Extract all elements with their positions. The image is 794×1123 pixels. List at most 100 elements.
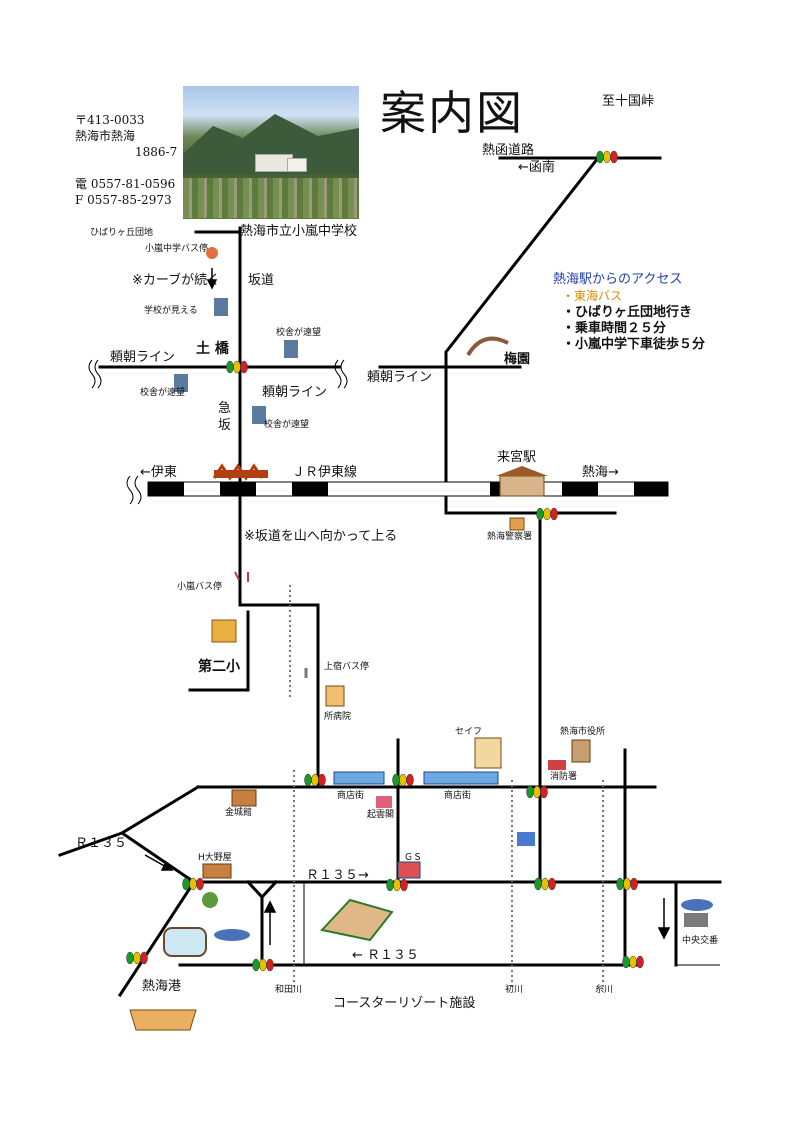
city-hall-icon xyxy=(571,739,591,763)
atami-direction: 熱海→ xyxy=(582,465,619,480)
view-label-1: 校舎が遠望 xyxy=(276,328,322,338)
wada-river-label: 和田川 xyxy=(275,985,303,995)
camera-icon-1 xyxy=(214,298,228,316)
gas-station-icon xyxy=(397,861,421,879)
curve-note: ※カーブが続く xyxy=(132,273,221,288)
dobashi-label: 土 橋 xyxy=(196,341,229,357)
yoritomo-right-label: 頼朝ライン xyxy=(262,385,328,400)
telephone: 電 0557-81-0596 xyxy=(75,177,176,191)
steep-label-1: 急 xyxy=(218,401,232,416)
fax: F 0557-85-2973 xyxy=(75,193,172,207)
shopping-street-icon-2 xyxy=(423,771,499,785)
traffic-signal-icon xyxy=(252,958,274,972)
to-jikkoku-label: 至十国峠 xyxy=(602,94,655,109)
traffic-signal-icon xyxy=(392,773,414,787)
koarashi-bus-label: 小嵐バス停 xyxy=(177,582,223,592)
plum-tree-icon xyxy=(466,336,509,357)
city-hall-label: 熱海市役所 xyxy=(560,727,606,737)
kigetsukaku-label: 起雲閣 xyxy=(367,810,395,820)
traffic-signal-icon xyxy=(304,773,326,787)
port-label: 熱海港 xyxy=(142,979,182,994)
postal-code: 〒413-0033 xyxy=(75,113,145,127)
access-heading: 熱海駅からのアクセス xyxy=(553,272,683,287)
kinomiya-station-icon xyxy=(496,466,548,497)
shopping-street-label-1: 商店街 xyxy=(337,791,365,801)
school-visible-label: 学校が見える xyxy=(144,306,198,316)
shopping-street-icon xyxy=(333,771,385,785)
traffic-signal-icon xyxy=(596,150,618,164)
r135-mid-label: Ｒ１３５→ xyxy=(306,868,369,883)
traffic-signal-icon xyxy=(126,951,148,965)
climb-note: ※坂道を山へ向かって上る xyxy=(244,529,398,544)
page-title: 案内図 xyxy=(380,86,524,140)
police-label: 熱海警察署 xyxy=(487,532,533,542)
address-number: 1886-7 xyxy=(135,145,178,159)
traffic-signal-icon xyxy=(616,877,638,891)
kinjokan-icon xyxy=(231,789,257,807)
hibarigaoka-label: ひばりヶ丘団地 xyxy=(90,228,154,238)
kinjokan-label: 金城館 xyxy=(225,808,253,818)
shop-icon xyxy=(517,832,535,846)
safety-label: セイフ xyxy=(455,727,483,737)
view-label-3: 校舎が遠望 xyxy=(264,420,310,430)
ito-river-label: 糸川 xyxy=(595,985,614,995)
pool-icon xyxy=(163,927,207,957)
traffic-signal-icon xyxy=(622,955,644,969)
elementary-school-icon xyxy=(211,619,237,643)
hospital-label: 所病院 xyxy=(324,712,352,722)
view-label-2: 校舎が遠望 xyxy=(140,388,186,398)
school-label: 熱海市立小嵐中学校 xyxy=(240,224,358,239)
camera-icon-4 xyxy=(252,406,266,424)
hotel-icon xyxy=(202,863,232,879)
kamijuku-bus-label: 上宿バス停 xyxy=(324,662,370,672)
police-station-icon xyxy=(509,517,525,531)
gas-station-label: ＧＳ xyxy=(404,853,423,863)
traffic-signal-icon xyxy=(526,785,548,799)
r135-left-label: Ｒ１３５ xyxy=(75,836,128,851)
traffic-signal-icon xyxy=(536,507,558,521)
traffic-signal-icon xyxy=(534,877,556,891)
traffic-signal-icon xyxy=(386,878,408,892)
slope-label: 坂道 xyxy=(248,273,275,288)
access-item: ・ひばりヶ丘団地行き xyxy=(562,305,693,320)
kanen-road-label: 熱函道路 xyxy=(482,143,535,158)
jr-line-label: ＪＲ伊東線 xyxy=(292,465,358,480)
hospital-icon xyxy=(325,685,345,707)
kigetsukaku-icon xyxy=(376,796,392,808)
hatsu-river-label: 初川 xyxy=(505,985,524,995)
camera-icon-3 xyxy=(174,374,188,392)
r135-low-label: ← Ｒ１３５ xyxy=(352,948,420,963)
shopping-street-label-2: 商店街 xyxy=(444,791,472,801)
access-item: ・乗車時間２５分 xyxy=(562,321,667,336)
coaster-resort-label: コースターリゾート施設 xyxy=(333,996,476,1011)
bridge-icon xyxy=(212,463,268,481)
koban-icon xyxy=(684,913,708,927)
koban-label: 中央交番 xyxy=(682,936,719,946)
school-bus-stop-label: 小嵐中学バス停 xyxy=(145,244,209,254)
school-bus-stop-icon xyxy=(206,247,218,259)
school-photo xyxy=(183,86,359,219)
koarashi-bus-stop-icon xyxy=(234,571,249,582)
daini-label: 第二小 xyxy=(198,659,240,675)
steep-label-2: 坂 xyxy=(218,418,232,433)
camera-icon-2 xyxy=(284,340,298,358)
car-icon xyxy=(214,929,250,941)
hotel-label: H大野屋 xyxy=(198,853,232,863)
fire-station-icon xyxy=(548,760,566,770)
garden-icon xyxy=(202,892,218,908)
traffic-signal-icon xyxy=(182,877,204,891)
ship-icon xyxy=(129,1009,197,1031)
safety-building-icon xyxy=(474,737,502,769)
address-city: 熱海市熱海 xyxy=(75,129,136,143)
ito-direction: ←伊東 xyxy=(140,465,177,480)
yoritomo-left-label: 頼朝ライン xyxy=(110,350,176,365)
police-box-car-icon xyxy=(681,899,713,911)
access-item: ・小嵐中学下車徒歩５分 xyxy=(562,337,706,352)
plum-garden-label: 梅園 xyxy=(504,352,531,367)
yoritomo-east-label: 頼朝ライン xyxy=(367,370,433,385)
kinomiya-station-label: 来宮駅 xyxy=(497,450,537,465)
resort-facility-icon xyxy=(320,898,394,942)
fire-station-label: 消防署 xyxy=(550,772,578,782)
traffic-signal-icon xyxy=(226,360,248,374)
